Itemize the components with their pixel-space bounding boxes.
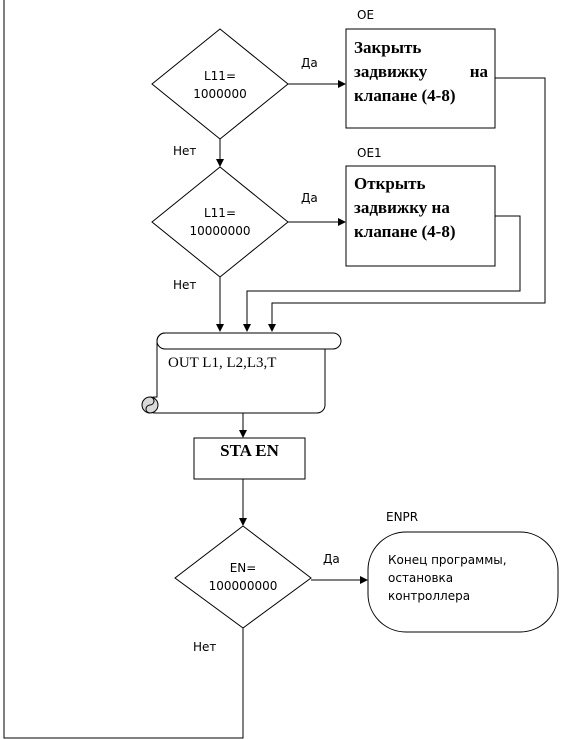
decision-2-label: L11= 10000000 [180,204,260,240]
decision-1-yes-label: Да [301,56,318,70]
decision-3-yes-label: Да [323,552,340,566]
output-scroll-shape [146,332,342,414]
oe1-line3: клапане (4-8) [354,222,456,241]
terminal-tag: ENPR [386,510,419,524]
decision-2-line2: 10000000 [189,224,251,238]
decision-3-label: EN= 100000000 [198,559,288,595]
terminal-line3: контроллера [388,589,471,603]
oe1-process-text: Открыть задвижку на клапане (4-8) [354,172,488,244]
terminal-line2: остановка [388,571,454,585]
connector-oe [268,77,546,332]
decision-diamond-3 [174,525,312,629]
decision-2-no-label: Нет [173,278,197,292]
output-text: OUT L1, L2,L3,T [168,355,277,371]
decision-2-yes-label: Да [301,191,318,205]
oe-line2-left: задвижку [354,62,428,81]
connector-oe1 [243,215,521,332]
oe-tag: OE [357,8,375,22]
process-box-sta [193,437,306,480]
loop-back-line [3,0,244,739]
decision-1-label: L11= 1000000 [180,67,260,103]
decision-3-no-label: Нет [193,640,217,654]
oe1-line2: задвижку на [354,198,450,217]
oe-line3: клапане (4-8) [354,86,456,105]
oe-line2: задвижку на [354,60,488,84]
sta-text: STA EN [220,441,279,460]
decision-1-line2: 1000000 [193,87,247,101]
oe1-line1: Открыть [354,174,426,193]
decision-3-line2: 100000000 [208,579,278,593]
terminal-box [367,531,559,633]
decision-2-line1: L11= [203,206,236,220]
terminal-line1: Конец программы, [388,553,507,567]
oe1-tag: OE1 [357,146,382,160]
decision-1-line1: L11= [203,69,236,83]
oe-process-text: Закрыть задвижку на клапане (4-8) [354,36,488,108]
oe-line1: Закрыть [354,38,422,57]
oe-line2-right: на [469,62,488,81]
decision-1-no-label: Нет [173,144,197,158]
terminal-text: Конец программы, остановка контроллера [388,551,507,605]
decision-3-line1: EN= [229,561,257,575]
